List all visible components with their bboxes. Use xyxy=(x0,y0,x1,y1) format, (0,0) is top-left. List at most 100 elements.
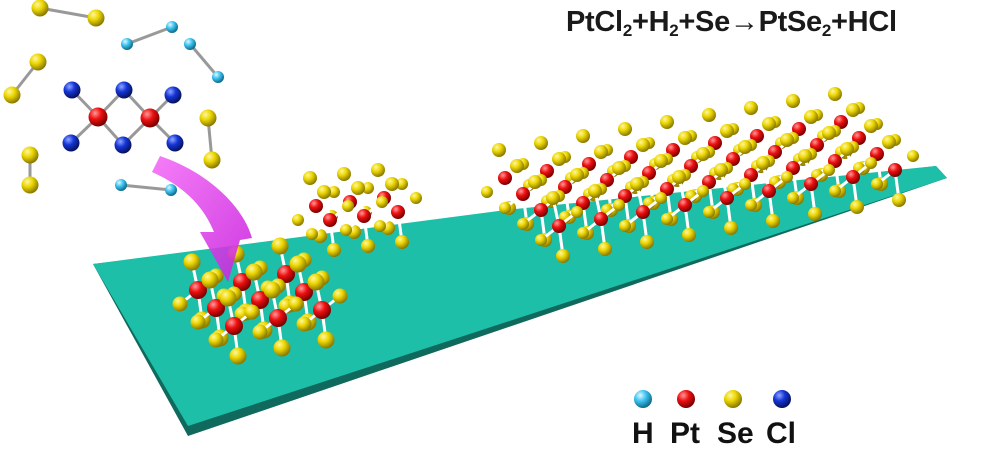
se-atom xyxy=(828,87,842,101)
se-atom xyxy=(697,185,709,197)
pt-atom xyxy=(834,115,848,129)
se-atom xyxy=(296,316,312,332)
legend-label-cl: Cl xyxy=(766,417,796,450)
se-atom xyxy=(342,200,354,212)
pt-atom xyxy=(666,143,680,157)
se-atom xyxy=(571,206,583,218)
se-atom xyxy=(744,101,758,115)
pt-atom xyxy=(552,219,566,233)
pt-atom xyxy=(750,129,764,143)
pt-atom xyxy=(540,164,554,178)
se-atom xyxy=(327,243,341,257)
legend-h-atom xyxy=(634,390,652,408)
h-atom xyxy=(166,21,178,33)
legend-label-se: Se xyxy=(717,417,754,450)
pt-atom xyxy=(618,189,632,203)
se-atom xyxy=(787,192,799,204)
se-atom xyxy=(786,94,800,108)
pt-atom xyxy=(516,187,530,201)
se-atom xyxy=(822,126,836,140)
se-atom xyxy=(892,193,906,207)
pt-atom xyxy=(582,157,596,171)
se-atom xyxy=(577,227,589,239)
bond xyxy=(125,25,174,46)
pt-atom xyxy=(804,177,818,191)
se-atom xyxy=(303,171,317,185)
precursor-gas xyxy=(3,0,224,196)
se-atom xyxy=(219,289,237,307)
h-atom xyxy=(165,184,177,196)
se-atom xyxy=(374,220,386,232)
se-atom xyxy=(781,171,793,183)
se-atom xyxy=(619,220,631,232)
se-atom xyxy=(823,164,835,176)
se-atom xyxy=(337,167,351,181)
se-atom xyxy=(594,145,608,159)
se-atom xyxy=(714,163,728,177)
se-atom xyxy=(808,207,822,221)
pt-se2-nucleus xyxy=(172,237,348,365)
legend-atoms xyxy=(634,390,791,408)
pt-atom xyxy=(726,152,740,166)
pt-atom xyxy=(391,205,405,219)
se-atom xyxy=(208,332,224,348)
se-atom xyxy=(376,196,388,208)
se-atom xyxy=(528,175,542,189)
se-atom xyxy=(385,177,399,191)
se-atom xyxy=(738,140,752,154)
se-atom xyxy=(252,324,268,340)
se-atom xyxy=(907,150,919,162)
se-atom xyxy=(882,135,896,149)
reaction-equation: PtCl2+H2+Se→PtSe2+HCl xyxy=(566,6,897,41)
pt-atom xyxy=(708,136,722,150)
se-atom xyxy=(288,296,304,312)
se-atom xyxy=(804,110,818,124)
cl-atom xyxy=(115,81,133,99)
pt-atom xyxy=(357,209,371,223)
se-atom xyxy=(245,263,263,281)
se-atom xyxy=(340,224,352,236)
se-atom xyxy=(864,119,878,133)
bond xyxy=(119,183,173,192)
se-atom xyxy=(672,170,686,184)
se-atom xyxy=(361,239,375,253)
se-atom xyxy=(798,149,812,163)
pt-atom xyxy=(636,205,650,219)
cl-atom xyxy=(114,136,132,154)
se-atom xyxy=(576,129,590,143)
se-atom xyxy=(745,199,757,211)
pt-atom xyxy=(642,166,656,180)
se-atom xyxy=(229,347,247,365)
legend-cl-atom xyxy=(773,390,791,408)
eq-sub-2: 2 xyxy=(669,21,679,40)
eq-hcl: +HCl xyxy=(831,6,897,38)
se-atom xyxy=(720,124,734,138)
pt-atom xyxy=(309,199,323,213)
legend-label-h: H xyxy=(632,417,654,450)
se-atom xyxy=(612,161,626,175)
pt-atom xyxy=(140,108,160,128)
se-atom xyxy=(328,186,340,198)
pt-atom xyxy=(702,175,716,189)
se-atom xyxy=(517,218,529,230)
se-atom xyxy=(840,142,854,156)
pt-atom xyxy=(269,309,287,327)
pt-atom xyxy=(846,170,860,184)
legend-pt-atom xyxy=(677,390,695,408)
pt-atom xyxy=(323,213,337,227)
se-atom xyxy=(865,157,877,169)
se-atom xyxy=(654,154,668,168)
se-atom xyxy=(271,237,289,255)
se-atom xyxy=(552,152,566,166)
h-atom xyxy=(212,71,224,83)
pt-atom xyxy=(852,131,866,145)
se-atom xyxy=(613,199,625,211)
pt-atom xyxy=(88,107,108,127)
se-atom xyxy=(570,168,584,182)
pt-atom xyxy=(600,173,614,187)
pt-atom xyxy=(786,161,800,175)
pt-atom xyxy=(594,212,608,226)
se-atom xyxy=(682,228,696,242)
pt-atom xyxy=(660,182,674,196)
